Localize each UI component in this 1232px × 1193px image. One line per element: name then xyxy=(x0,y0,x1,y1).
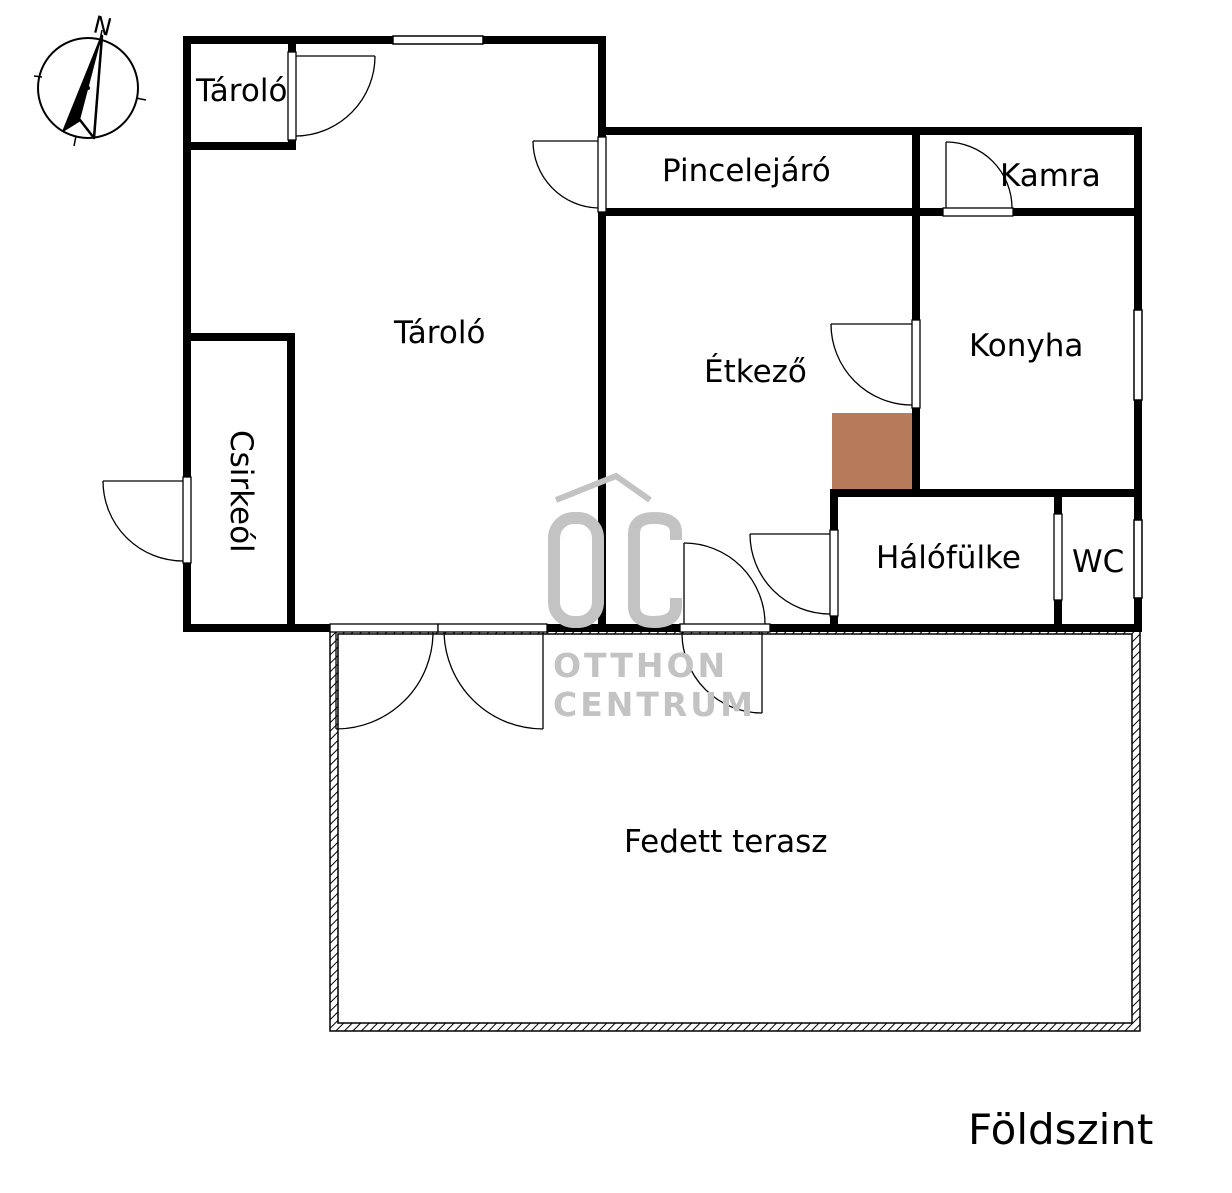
label-storage-small: Tároló xyxy=(195,73,287,109)
chimney xyxy=(832,413,912,489)
label-cellar-entrance: Pincelejáró xyxy=(662,153,831,189)
door-wc xyxy=(1053,513,1063,601)
label-storage-main: Tároló xyxy=(393,315,485,351)
floor-label: Földszint xyxy=(968,1105,1153,1154)
door-chicken-coop xyxy=(102,476,192,564)
logo-line1: OTTHON xyxy=(553,646,728,685)
door-kitchen xyxy=(830,319,921,409)
label-sleeping-nook: Hálófülke xyxy=(876,540,1021,576)
north-arrow-icon: N xyxy=(33,10,147,147)
logo-line2: CENTRUM xyxy=(553,685,756,724)
label-dining: Étkező xyxy=(704,354,807,390)
compass-label: N xyxy=(90,10,114,42)
label-chicken-coop: Csirkeól xyxy=(223,430,259,553)
logo-letter-o xyxy=(576,518,592,614)
window-wc xyxy=(1133,519,1143,599)
covered-terrace xyxy=(329,627,1141,1032)
door-sleeping-nook xyxy=(749,529,839,617)
door-storage-terrace xyxy=(329,623,548,730)
label-covered-terrace: Fedett terasz xyxy=(624,824,828,860)
windows xyxy=(392,35,1143,599)
door-cellar-entrance xyxy=(532,136,607,213)
door-dining-terrace xyxy=(679,542,771,714)
window-kitchen xyxy=(1133,309,1143,401)
door-storage-small xyxy=(287,51,376,141)
door-pantry xyxy=(942,141,1014,217)
label-wc: WC xyxy=(1072,544,1124,580)
label-pantry: Kamra xyxy=(1000,158,1101,194)
watermark-logo: OTTHON CENTRUM xyxy=(548,472,756,724)
window-tarolo-top xyxy=(392,35,484,45)
doors xyxy=(102,51,1063,730)
label-kitchen: Konyha xyxy=(969,328,1083,364)
